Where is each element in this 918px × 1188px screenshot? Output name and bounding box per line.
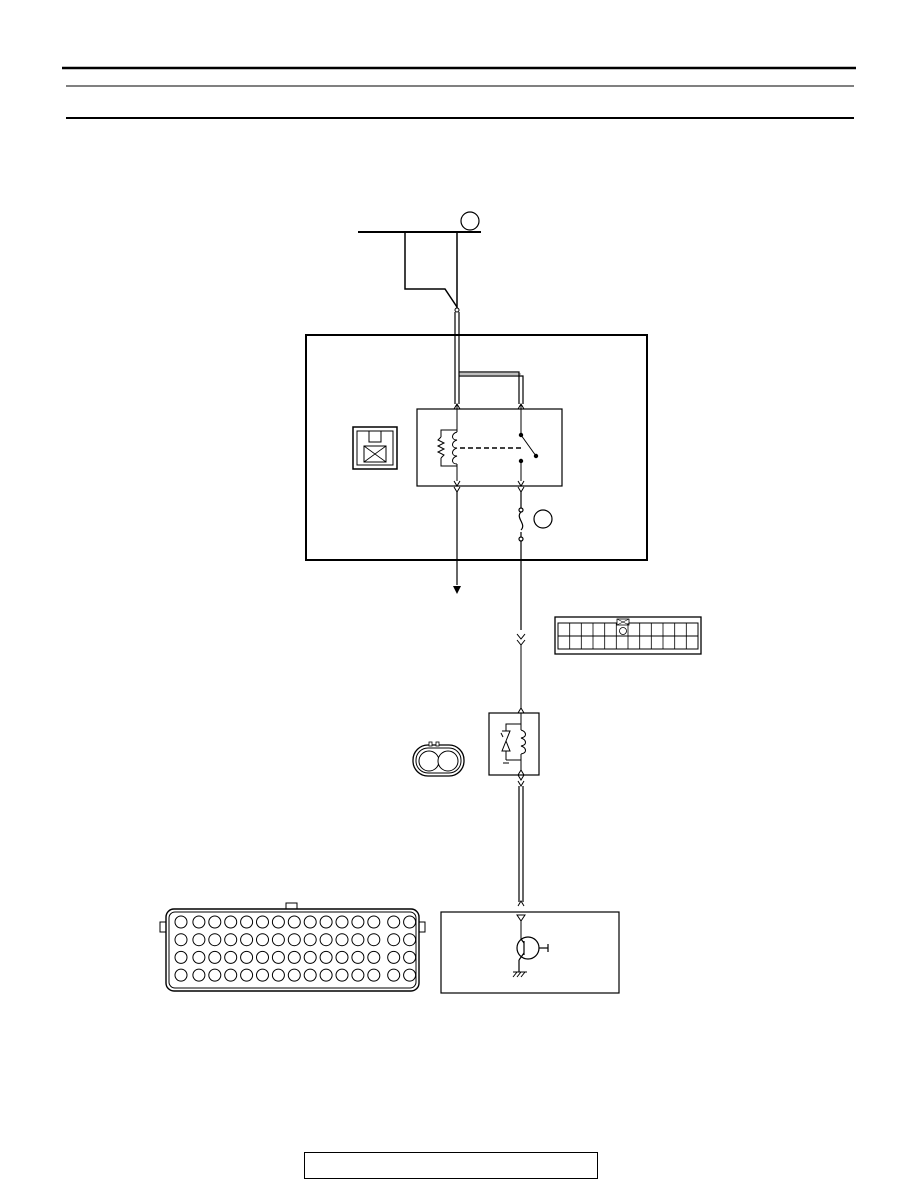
harness-connector-12pin-icon xyxy=(554,616,702,655)
ecm-pin xyxy=(351,950,365,964)
ecm-pin xyxy=(335,933,349,947)
ecm-pin xyxy=(335,950,349,964)
ecm-pin xyxy=(403,915,417,929)
footer-box xyxy=(304,1152,598,1179)
ecm-pin xyxy=(303,915,317,929)
ecm-pin xyxy=(240,968,254,982)
ecm-pin xyxy=(256,933,269,947)
ecm-pin xyxy=(240,950,254,964)
ecm-pin xyxy=(271,968,285,982)
ecm-pin xyxy=(174,950,188,964)
ecm-pin xyxy=(367,950,381,964)
ecm-pin xyxy=(303,933,317,947)
ecm-pin xyxy=(335,915,349,929)
ecm-pin xyxy=(256,968,269,982)
ecm-pin xyxy=(403,950,417,964)
ecm-driver-box xyxy=(440,911,620,994)
relay-feed-wires xyxy=(454,371,524,404)
relay-box xyxy=(305,334,648,561)
ecm-signal-wire xyxy=(517,774,525,907)
ecm-pin xyxy=(224,968,238,982)
ecm-pin xyxy=(208,933,222,947)
ecm-pin xyxy=(271,950,285,964)
inline-connector-pins xyxy=(516,633,526,708)
relay-top-pins xyxy=(453,403,525,414)
ecm-pin xyxy=(287,968,301,982)
harness-key-icon xyxy=(619,627,627,635)
power-source-circle-icon xyxy=(460,211,480,231)
two-pin-connector-icon xyxy=(412,741,465,777)
ecm-pin xyxy=(387,933,401,947)
ecm-pin xyxy=(240,915,254,929)
header-rules xyxy=(62,66,856,119)
ecm-pin xyxy=(403,968,417,982)
ground-icon xyxy=(512,971,527,978)
pin-triangle-icon xyxy=(516,914,526,922)
ecm-pin xyxy=(319,915,333,929)
ecm-pin xyxy=(367,933,381,947)
ecm-pin xyxy=(351,968,365,982)
ecm-pin xyxy=(240,933,254,947)
power-bus xyxy=(358,211,481,372)
ecm-pin xyxy=(271,915,285,929)
ecm-pin xyxy=(192,933,206,947)
ecm-pin xyxy=(367,915,381,929)
ecm-pin xyxy=(335,968,349,982)
ecm-pin xyxy=(192,915,206,929)
ecm-pin xyxy=(351,915,365,929)
relay-coil-icon xyxy=(436,414,524,481)
ecm-pin xyxy=(287,950,301,964)
ecm-pin xyxy=(174,915,188,929)
ecm-pin xyxy=(319,933,333,947)
ecm-pin xyxy=(403,933,417,947)
relay-output-wire xyxy=(453,492,461,594)
ecm-pin xyxy=(174,968,188,982)
fuse-circle-icon xyxy=(533,509,553,529)
relay-connector-icon xyxy=(352,426,398,470)
ecm-pin xyxy=(287,933,301,947)
ecm-pin xyxy=(367,968,381,982)
ecm-pin xyxy=(192,950,206,964)
ecm-pin xyxy=(387,968,401,982)
ecm-pin xyxy=(256,915,269,929)
relay-inner-box xyxy=(416,408,563,487)
ecm-pin xyxy=(224,950,238,964)
ecm-pin xyxy=(319,950,333,964)
ecm-pin xyxy=(271,933,285,947)
ecm-pin xyxy=(192,968,206,982)
down-arrow-icon xyxy=(453,586,461,594)
ecm-pin xyxy=(208,950,222,964)
ecm-pin xyxy=(387,915,401,929)
solenoid-valve xyxy=(488,707,540,776)
ecm-pin xyxy=(303,968,317,982)
ecm-pin xyxy=(387,950,401,964)
ecm-pin xyxy=(303,950,317,964)
ecm-pin xyxy=(224,933,238,947)
ecm-pin xyxy=(256,950,269,964)
ecm-pin xyxy=(351,933,365,947)
ecm-pin xyxy=(319,968,333,982)
transistor-icon xyxy=(516,936,549,972)
fuse-wire xyxy=(518,492,524,630)
ecm-pin xyxy=(208,968,222,982)
ecm-connector-icon xyxy=(159,902,426,992)
ecm-pin xyxy=(287,915,301,929)
ecm-pin xyxy=(174,933,188,947)
relay-switch-icon xyxy=(518,414,539,481)
ecm-pin xyxy=(208,915,222,929)
ecm-pin xyxy=(224,915,238,929)
